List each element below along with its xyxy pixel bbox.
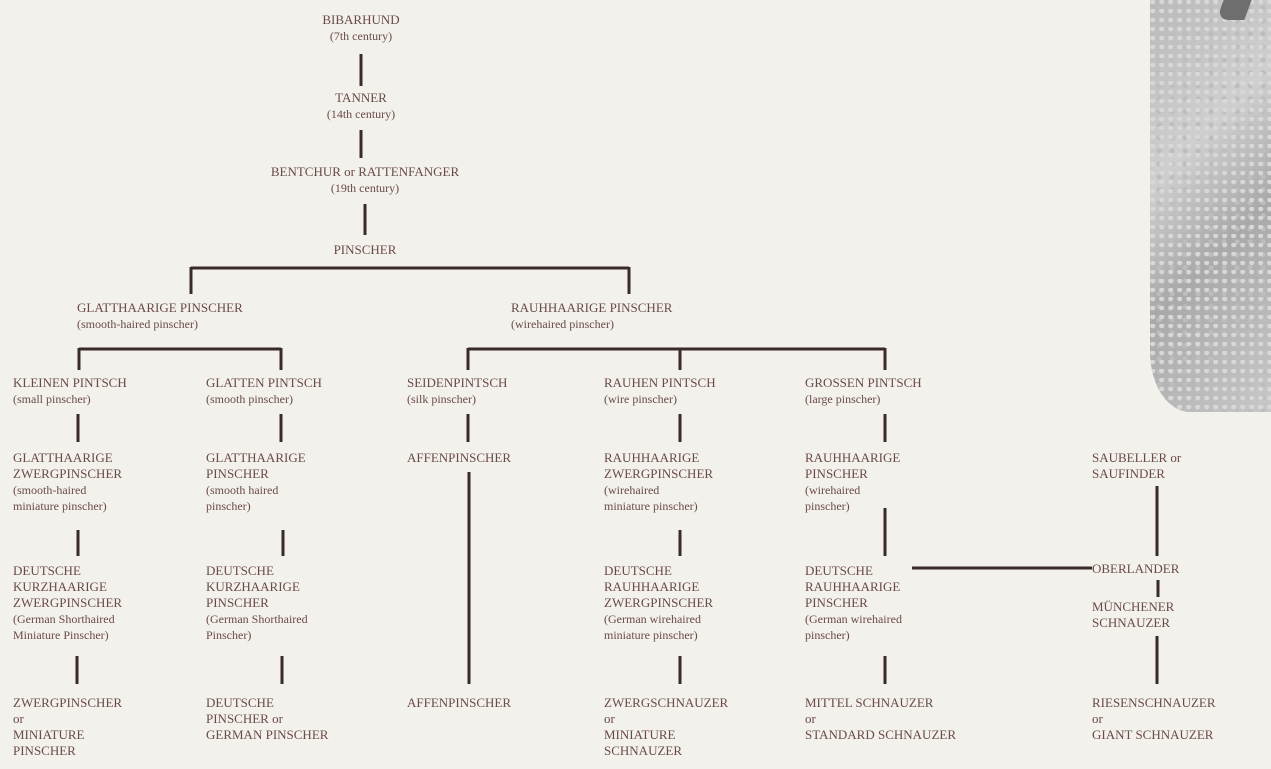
node-zwergschnauzer: ZWERGSCHNAUZER or MINIATURE SCHNAUZER (604, 695, 789, 759)
node-subtitle: (wirehaired pinscher) (511, 317, 614, 331)
node-title: RIESENSCHNAUZER or GIANT SCHNAUZER (1092, 695, 1216, 742)
node-title: TANNER (335, 90, 387, 105)
node-grossen-pintsch: GROSSEN PINTSCH (large pinscher) (805, 375, 985, 407)
node-title: DEUTSCHE RAUHHAARIGE ZWERGPINSCHER (604, 563, 714, 610)
node-title: RAUHEN PINTSCH (604, 375, 716, 390)
node-mittel-schnauzer: MITTEL SCHNAUZER or STANDARD SCHNAUZER (805, 695, 1035, 743)
node-title: DEUTSCHE KURZHAARIGE ZWERGPINSCHER (13, 563, 123, 610)
node-deutsche-pinscher: DEUTSCHE PINSCHER or GERMAN PINSCHER (206, 695, 391, 743)
node-subtitle: (large pinscher) (805, 392, 881, 406)
node-oberlander: OBERLANDER (1092, 561, 1262, 577)
node-glatten-pintsch: GLATTEN PINTSCH (smooth pinscher) (206, 375, 386, 407)
node-title: SAUBELLER or SAUFINDER (1092, 450, 1182, 481)
node-title: PINSCHER (333, 242, 397, 257)
node-title: AFFENPINSCHER (407, 695, 512, 710)
node-glatthaarige-pinscher-2: GLATTHAARIGE PINSCHER (smooth haired pin… (206, 450, 386, 514)
node-zwergpinscher: ZWERGPINSCHER or MINIATURE PINSCHER (13, 695, 198, 759)
node-glatthaarige-zwergpinscher: GLATTHAARIGE ZWERGPINSCHER (smooth-haire… (13, 450, 193, 514)
node-bentchur: BENTCHUR or RATTENFANGER (19th century) (220, 164, 510, 196)
node-deutsche-rauhhaarige-zwergpinscher: DEUTSCHE RAUHHAARIGE ZWERGPINSCHER (Germ… (604, 563, 789, 643)
node-subtitle: (small pinscher) (13, 392, 91, 406)
node-glatthaarige-pinscher: GLATTHAARIGE PINSCHER (smooth-haired pin… (77, 300, 337, 332)
node-subtitle: (14th century) (326, 107, 396, 121)
node-title: GLATTHAARIGE PINSCHER (206, 450, 306, 481)
node-subtitle: (smooth pinscher) (206, 392, 293, 406)
node-title: OBERLANDER (1092, 561, 1180, 576)
node-rauhhaarige-zwergpinscher: RAUHHAARIGE ZWERGPINSCHER (wirehaired mi… (604, 450, 784, 514)
node-title: MITTEL SCHNAUZER or STANDARD SCHNAUZER (805, 695, 956, 742)
dog-photo-fragment (1150, 0, 1271, 412)
node-rauhhaarige-pinscher-2: RAUHHAARIGE PINSCHER (wirehaired pinsche… (805, 450, 985, 514)
node-title: BIBARHUND (322, 12, 400, 27)
node-title: DEUTSCHE KURZHAARIGE PINSCHER (206, 563, 300, 610)
node-title: GLATTHAARIGE ZWERGPINSCHER (13, 450, 123, 481)
node-title: GLATTEN PINTSCH (206, 375, 322, 390)
node-deutsche-rauhhaarige-pinscher: DEUTSCHE RAUHHAARIGE PINSCHER (German wi… (805, 563, 990, 643)
node-deutsche-kurzhaarige-pinscher: DEUTSCHE KURZHAARIGE PINSCHER (German Sh… (206, 563, 391, 643)
node-pinscher: PINSCHER (305, 242, 425, 258)
node-subtitle: (7th century) (329, 29, 393, 43)
node-subtitle: (wirehaired miniature pinscher) (604, 483, 698, 513)
node-title: MÜNCHENER SCHNAUZER (1092, 599, 1175, 630)
node-affenpinscher-1: AFFENPINSCHER (407, 450, 587, 466)
node-subtitle: (German Shorthaired Miniature Pinscher) (13, 612, 115, 642)
node-tanner: TANNER (14th century) (301, 90, 421, 122)
node-title: RAUHHAARIGE ZWERGPINSCHER (604, 450, 714, 481)
node-subtitle: (smooth haired pinscher) (206, 483, 279, 513)
node-subtitle: (19th century) (330, 181, 400, 195)
node-title: SEIDENPINTSCH (407, 375, 508, 390)
node-saubeller: SAUBELLER or SAUFINDER (1092, 450, 1262, 482)
node-title: BENTCHUR or RATTENFANGER (270, 164, 460, 179)
node-bibarhund: BIBARHUND (7th century) (301, 12, 421, 44)
node-subtitle: (German wirehaired miniature pinscher) (604, 612, 701, 642)
node-rauhhaarige-pinscher: RAUHHAARIGE PINSCHER (wirehaired pinsche… (511, 300, 771, 332)
node-title: ZWERGSCHNAUZER or MINIATURE SCHNAUZER (604, 695, 729, 758)
node-rauhen-pintsch: RAUHEN PINTSCH (wire pinscher) (604, 375, 784, 407)
node-title: DEUTSCHE PINSCHER or GERMAN PINSCHER (206, 695, 329, 742)
node-title: RAUHHAARIGE PINSCHER (805, 450, 901, 481)
node-title: RAUHHAARIGE PINSCHER (511, 300, 673, 315)
node-munchener-schnauzer: MÜNCHENER SCHNAUZER (1092, 599, 1262, 631)
node-title: GLATTHAARIGE PINSCHER (77, 300, 243, 315)
node-subtitle: (smooth-haired pinscher) (77, 317, 198, 331)
node-subtitle: (smooth-haired miniature pinscher) (13, 483, 107, 513)
node-riesenschnauzer: RIESENSCHNAUZER or GIANT SCHNAUZER (1092, 695, 1270, 743)
node-subtitle: (wire pinscher) (604, 392, 677, 406)
node-affenpinscher-2: AFFENPINSCHER (407, 695, 587, 711)
node-seidenpintsch: SEIDENPINTSCH (silk pinscher) (407, 375, 587, 407)
node-subtitle: (German Shorthaired Pinscher) (206, 612, 308, 642)
node-subtitle: (silk pinscher) (407, 392, 476, 406)
node-title: ZWERGPINSCHER or MINIATURE PINSCHER (13, 695, 123, 758)
node-deutsche-kurzhaarige-zwergpinscher: DEUTSCHE KURZHAARIGE ZWERGPINSCHER (Germ… (13, 563, 198, 643)
node-subtitle: (German wirehaired pinscher) (805, 612, 902, 642)
node-subtitle: (wirehaired pinscher) (805, 483, 861, 513)
node-title: KLEINEN PINTSCH (13, 375, 127, 390)
node-title: GROSSEN PINTSCH (805, 375, 922, 390)
node-kleinen-pintsch: KLEINEN PINTSCH (small pinscher) (13, 375, 193, 407)
node-title: DEUTSCHE RAUHHAARIGE PINSCHER (805, 563, 901, 610)
node-title: AFFENPINSCHER (407, 450, 512, 465)
